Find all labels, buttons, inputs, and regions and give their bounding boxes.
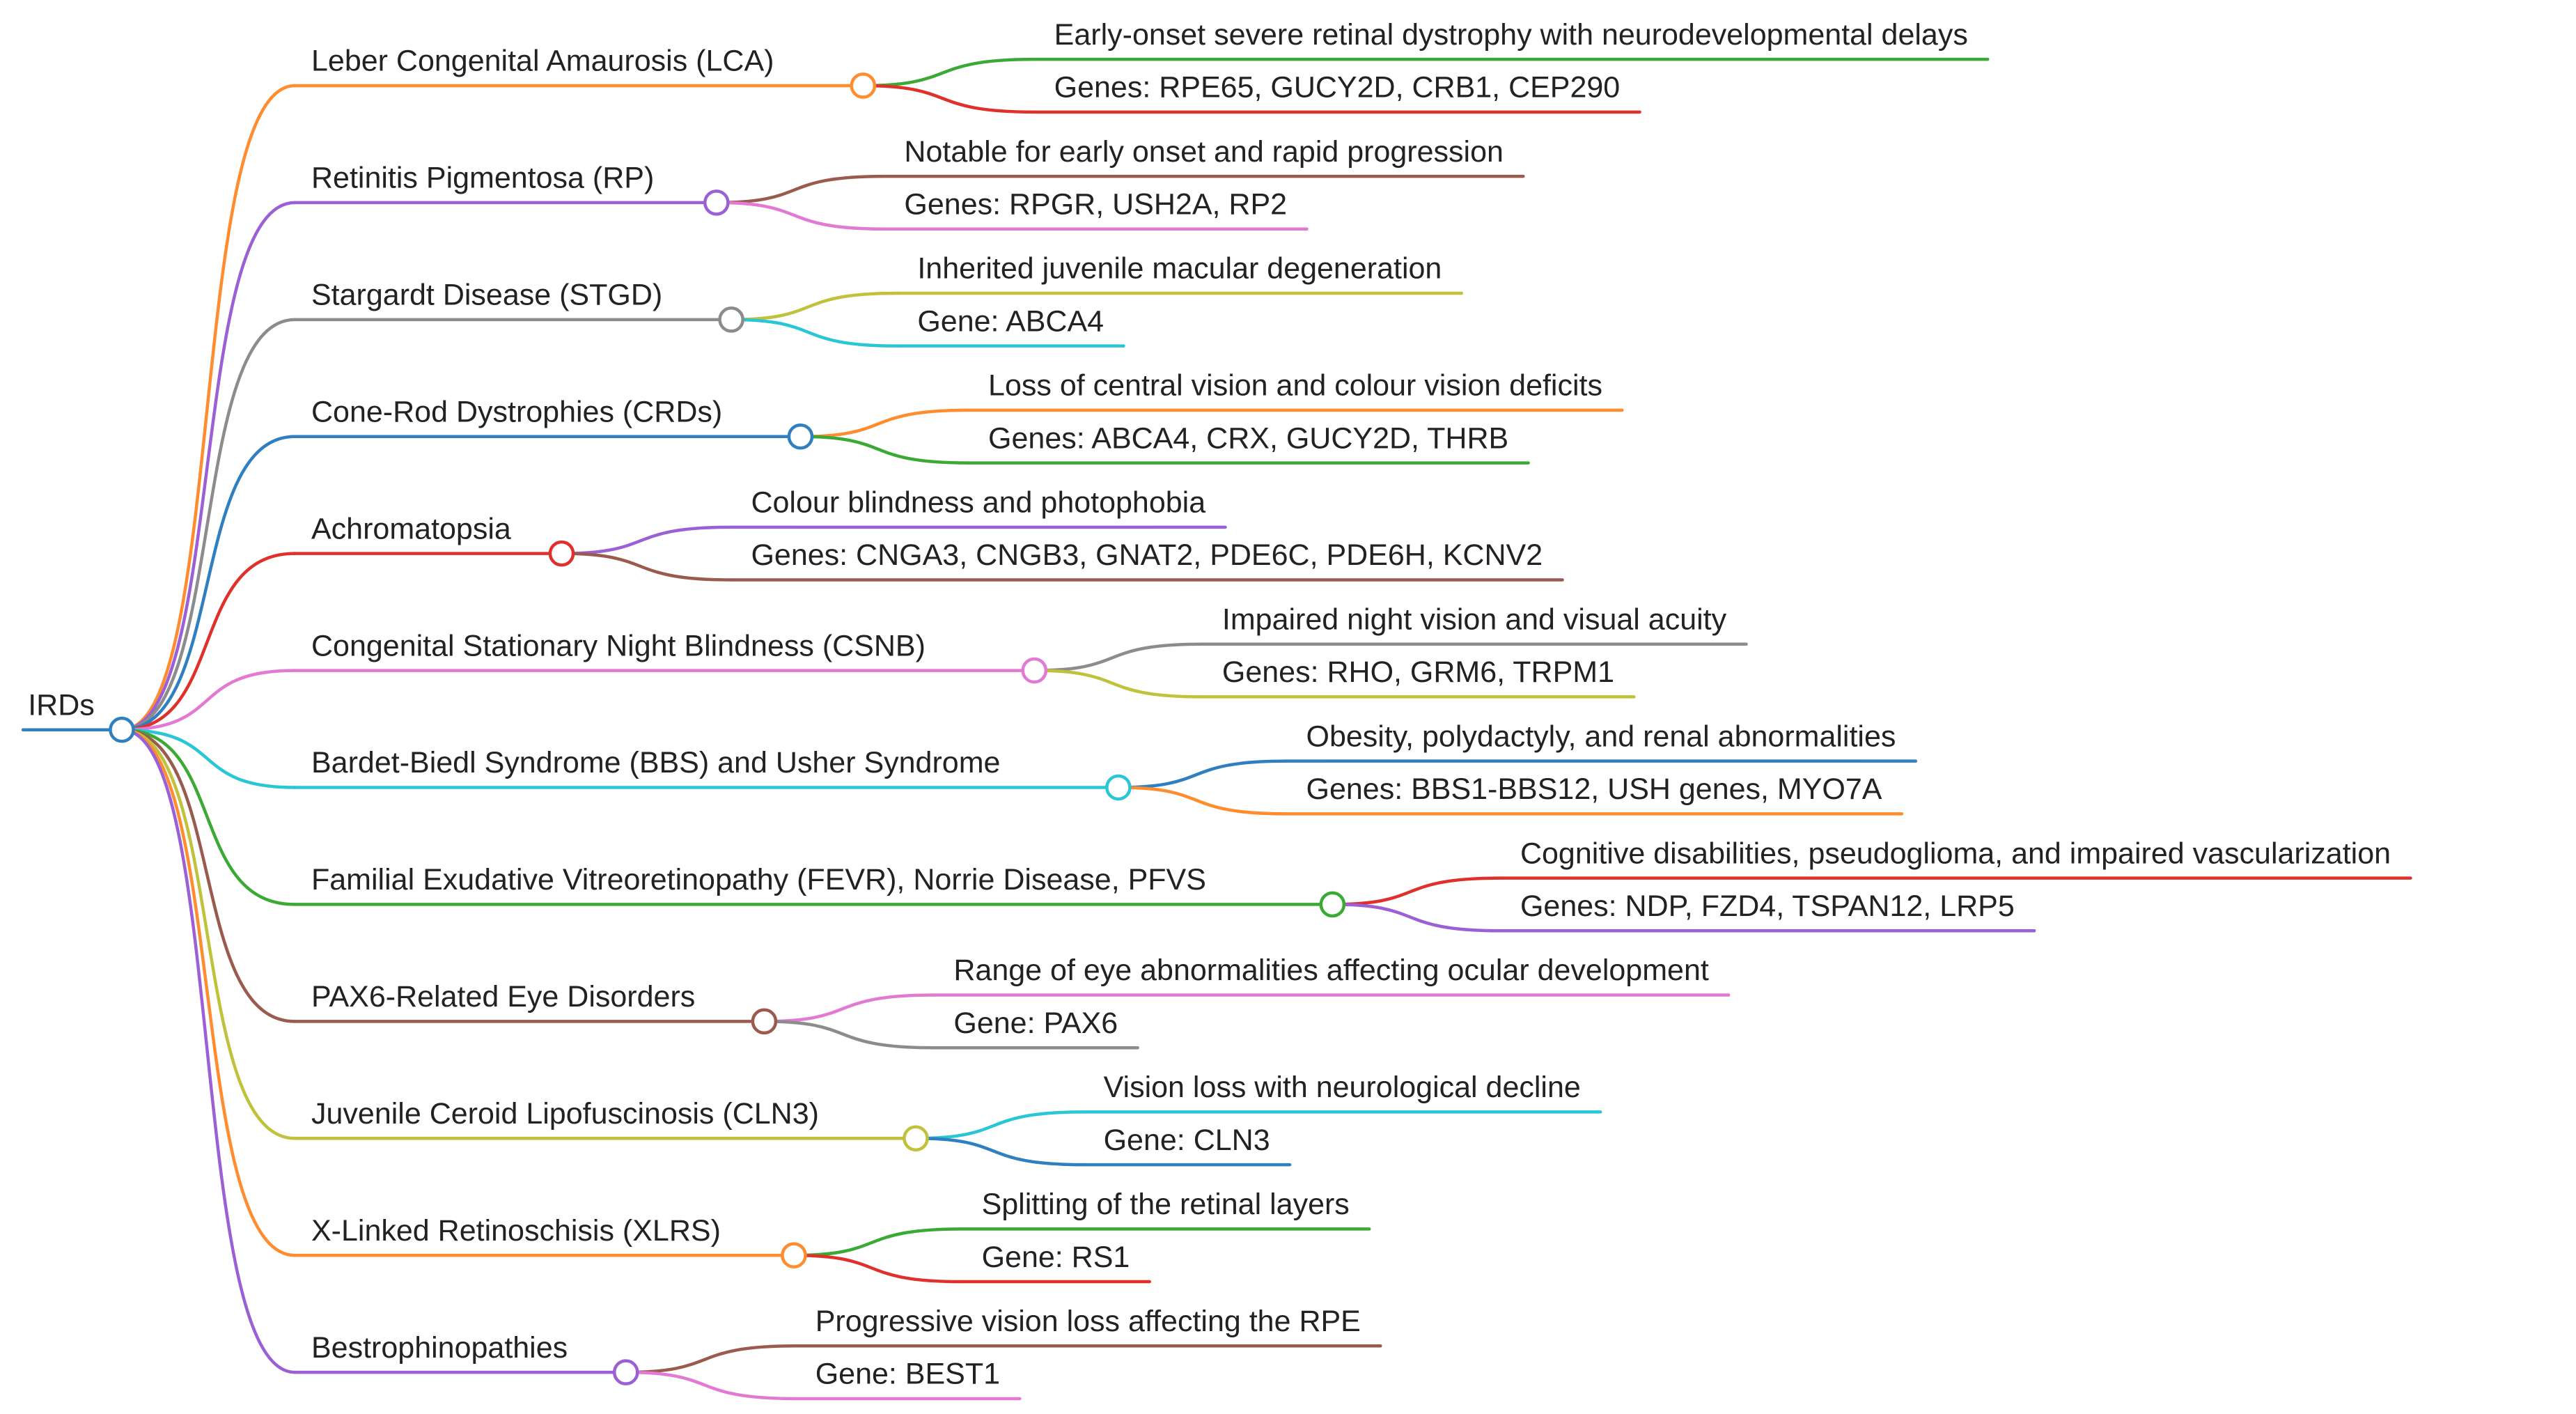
branch-title: Juvenile Ceroid Lipofuscinosis (CLN3) [311, 1097, 819, 1131]
child-description: Impaired night vision and visual acuity [1222, 603, 1727, 636]
branch-title: Bardet-Biedl Syndrome (BBS) and Usher Sy… [311, 746, 1000, 779]
child-connector [1033, 669, 1204, 699]
child-connector [763, 993, 936, 1023]
branch-node-circle[interactable] [903, 1125, 929, 1152]
branch-node-circle[interactable] [781, 1242, 807, 1269]
branch-connector [120, 728, 297, 1023]
child-genes: Gene: BEST1 [815, 1358, 1000, 1391]
branch-node-circle[interactable] [1319, 891, 1346, 918]
branch-title: Stargardt Disease (STGD) [311, 279, 662, 312]
child-connector [799, 435, 970, 465]
child-connector [861, 57, 1036, 88]
child-genes: Genes: NDP, FZD4, TSPAN12, LRP5 [1520, 889, 2015, 923]
child-genes: Gene: CLN3 [1104, 1124, 1270, 1157]
branch-connector [120, 728, 297, 1374]
branch-connector [120, 318, 297, 731]
child-description: Vision loss with neurological decline [1104, 1071, 1581, 1104]
child-connector [1331, 903, 1502, 933]
branch-connector [120, 84, 297, 731]
branch-connector [120, 728, 297, 906]
child-connector [799, 408, 970, 438]
branch-title: X-Linked Retinoschisis (XLRS) [311, 1214, 721, 1248]
branch-title: Retinitis Pigmentosa (RP) [311, 162, 654, 195]
child-description: Splitting of the retinal layers [982, 1188, 1350, 1221]
child-connector [560, 552, 733, 582]
branch-node-circle[interactable] [612, 1359, 639, 1385]
branch-connector [120, 728, 297, 1140]
child-description: Range of eye abnormalities affecting ocu… [953, 954, 1708, 987]
branch-connector [120, 728, 297, 789]
child-description: Loss of central vision and colour vision… [988, 369, 1602, 403]
child-connector [729, 291, 900, 322]
child-connector [763, 1020, 936, 1050]
branch-title: PAX6-Related Eye Disorders [311, 980, 695, 1013]
branch-connector [120, 552, 297, 731]
child-connector [792, 1253, 964, 1284]
child-genes: Gene: RS1 [982, 1241, 1130, 1274]
root-node-circle[interactable] [109, 716, 135, 743]
edges-layer [21, 57, 2412, 1401]
child-description: Obesity, polydactyly, and renal abnormal… [1306, 720, 1896, 753]
child-connector [624, 1344, 797, 1374]
child-connector [715, 174, 887, 205]
branch-title: Cone-Rod Dystrophies (CRDs) [311, 395, 722, 428]
child-description: Progressive vision loss affecting the RP… [815, 1305, 1361, 1338]
child-connector [1116, 786, 1288, 816]
child-connector [560, 525, 733, 555]
branch-node-circle[interactable] [850, 72, 877, 99]
root-label: IRDs [28, 688, 95, 722]
branch-title: Congenital Stationary Night Blindness (C… [311, 629, 926, 662]
branch-node-circle[interactable] [718, 306, 744, 333]
child-description: Colour blindness and photophobia [751, 486, 1205, 520]
child-genes: Genes: BBS1-BBS12, USH genes, MYO7A [1306, 772, 1882, 806]
child-description: Cognitive disabilities, pseudoglioma, an… [1520, 837, 2391, 870]
branch-title: Bestrophinopathies [311, 1331, 568, 1365]
child-connector [1331, 876, 1502, 906]
branch-title: Familial Exudative Vitreoretinopathy (FE… [311, 863, 1206, 896]
child-description: Inherited juvenile macular degeneration [917, 252, 1442, 286]
branch-title: Leber Congenital Amaurosis (LCA) [311, 45, 774, 78]
branch-connector [120, 201, 297, 731]
child-connector [914, 1110, 1086, 1140]
child-genes: Genes: CNGA3, CNGB3, GNAT2, PDE6C, PDE6H… [751, 538, 1543, 572]
child-connector [792, 1227, 964, 1257]
branch-node-circle[interactable] [1021, 657, 1048, 684]
branch-node-circle[interactable] [548, 540, 575, 567]
branch-connector [120, 669, 297, 731]
child-connector [1033, 642, 1204, 672]
child-connector [914, 1137, 1086, 1167]
branch-title: Achromatopsia [311, 512, 511, 545]
branch-node-circle[interactable] [1105, 774, 1132, 801]
labels-layer: IRDs Leber Congenital Amaurosis (LCA) Earl… [28, 18, 2391, 1391]
branch-node-circle[interactable] [787, 423, 814, 450]
branch-connector [120, 435, 297, 731]
child-description: Notable for early onset and rapid progre… [904, 135, 1504, 169]
branch-connector [120, 728, 297, 1257]
branch-node-circle[interactable] [703, 189, 730, 216]
child-genes: Genes: RHO, GRM6, TRPM1 [1222, 655, 1614, 689]
child-genes: Gene: PAX6 [953, 1007, 1118, 1040]
child-description: Early-onset severe retinal dystrophy wit… [1054, 18, 1968, 52]
branch-node-circle[interactable] [751, 1008, 778, 1035]
child-genes: Genes: RPE65, GUCY2D, CRB1, CEP290 [1054, 71, 1621, 104]
child-connector [624, 1370, 797, 1401]
child-genes: Gene: ABCA4 [917, 304, 1104, 338]
child-genes: Genes: ABCA4, CRX, GUCY2D, THRB [988, 421, 1508, 455]
child-connector [1116, 759, 1288, 789]
child-connector [861, 84, 1036, 114]
child-connector [729, 318, 900, 348]
child-connector [715, 201, 887, 231]
child-genes: Genes: RPGR, USH2A, RP2 [904, 187, 1287, 221]
